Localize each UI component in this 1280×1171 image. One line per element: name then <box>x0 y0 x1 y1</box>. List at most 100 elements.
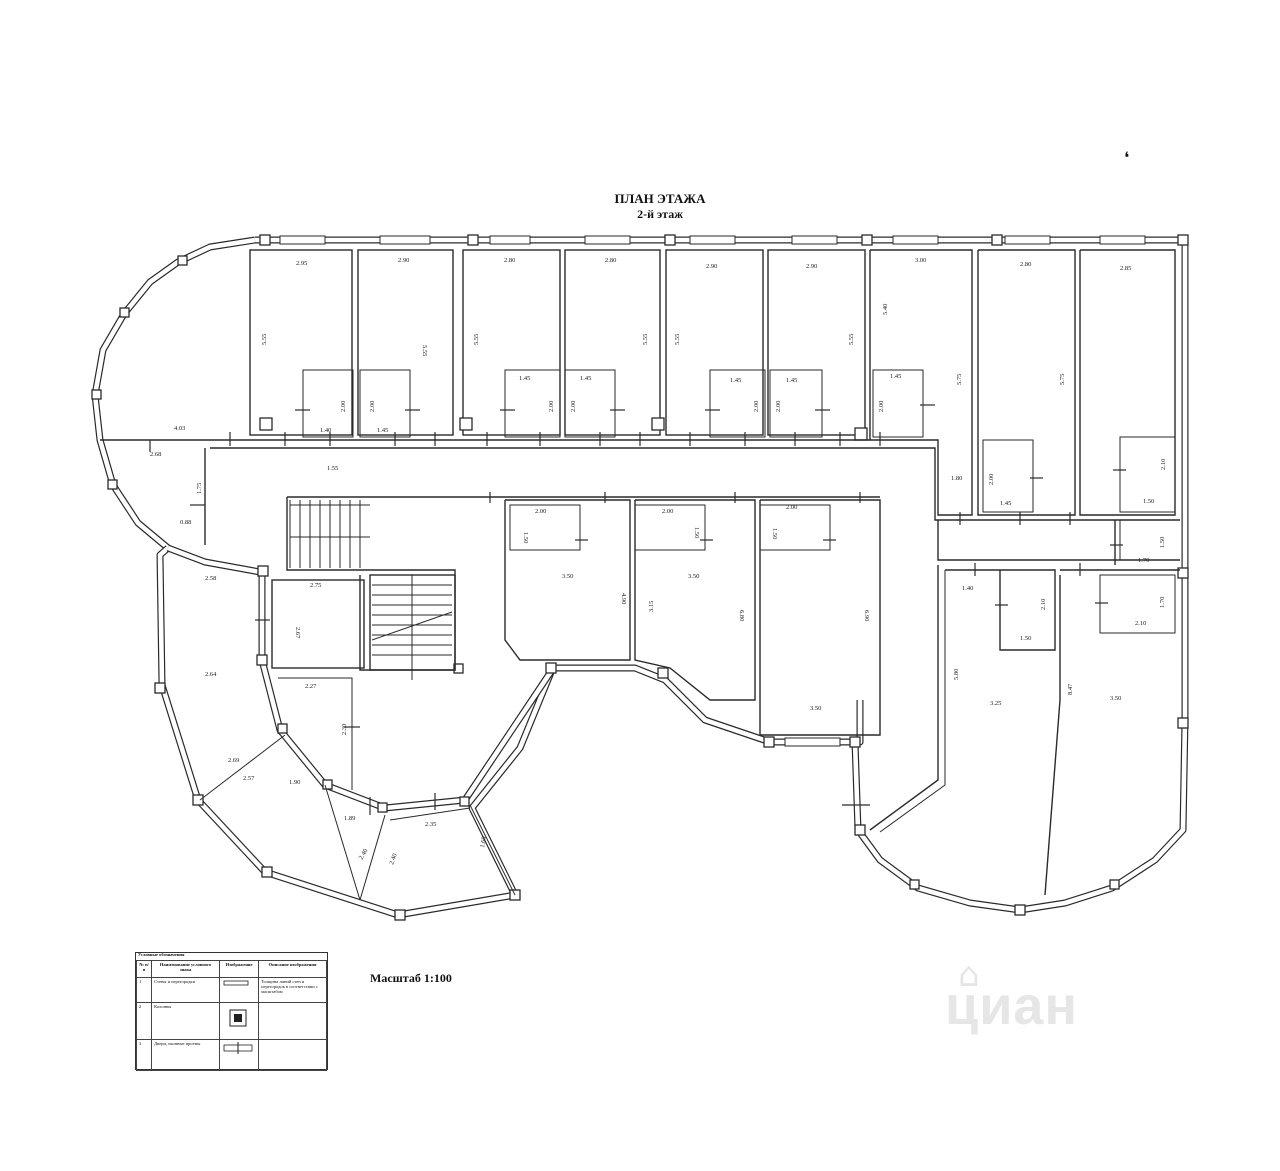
dim-label: 2.90 <box>806 263 817 270</box>
dim-label: 2.95 <box>296 260 307 267</box>
dim-label: 0.88 <box>180 519 191 526</box>
windows <box>279 235 1146 747</box>
dim-label: 1.60 <box>479 836 488 848</box>
dim-label: 5.55 <box>473 334 480 345</box>
dim-label: 2.40 <box>358 848 370 861</box>
legend-row-desc: Толщина линий стен и перегородок в соотв… <box>258 977 327 1003</box>
dim-label: 1.70 <box>1138 557 1149 564</box>
dim-label: 3.50 <box>562 573 573 580</box>
legend-row-name: Двери, оконные проемы <box>151 1039 221 1071</box>
legend-table: Условные обозначения № п/п Наименование … <box>135 952 328 1071</box>
dim-label: 5.80 <box>953 669 960 680</box>
dim-label: 2.40 <box>388 853 398 866</box>
dim-label: 8.47 <box>1067 683 1074 695</box>
exterior-walls <box>91 236 1189 919</box>
dim-label: 1.50 <box>771 528 778 539</box>
legend-grid: № п/п Наименование условного знака Изобр… <box>135 960 327 1071</box>
dim-label: 1.50 <box>1159 537 1166 548</box>
dim-label: 1.50 <box>693 527 700 538</box>
dim-label: 3.00 <box>915 257 926 264</box>
dim-label: 2.00 <box>369 401 376 412</box>
legend-caption: Условные обозначения <box>138 952 185 957</box>
dim-label: 5.55 <box>261 334 268 345</box>
left-wing-rooms <box>199 677 516 901</box>
legend-header: № п/п <box>135 960 153 978</box>
scale-label: Масштаб 1:100 <box>370 971 452 985</box>
legend-row-num: 3 <box>135 1039 153 1071</box>
legend-row-desc <box>258 1002 327 1040</box>
columns <box>91 234 1189 921</box>
dim-label: 6.80 <box>738 610 745 621</box>
dim-label: 1.50 <box>522 532 529 543</box>
legend-row-name: Стены и перегородки <box>151 977 221 1003</box>
dim-label: 1.45 <box>519 375 530 382</box>
dimension-labels: 2.95 2.90 2.80 2.80 2.90 2.90 3.00 2.80 … <box>150 257 1167 866</box>
dim-label: 3.50 <box>810 705 821 712</box>
stair-core <box>271 497 456 680</box>
dim-label: 5.75 <box>956 374 963 385</box>
dim-label: 2.69 <box>228 757 239 764</box>
plan-subtitle: 2-й этаж <box>637 207 683 221</box>
dim-label: 4.03 <box>174 425 185 432</box>
dim-label: 2.64 <box>205 671 217 678</box>
dim-label: 2.00 <box>535 508 546 515</box>
dim-label: 2.00 <box>753 401 760 412</box>
dim-label: 5.75 <box>1059 374 1066 385</box>
dim-label: 2.80 <box>504 257 515 264</box>
right-wing-rooms <box>869 520 1180 896</box>
dim-label: 2.68 <box>150 451 161 458</box>
dim-label: 5.55 <box>642 334 649 345</box>
dim-label: 3.15 <box>648 601 655 612</box>
dim-label: 2.57 <box>243 775 255 782</box>
dim-label: 5.40 <box>882 304 889 315</box>
dim-label: 1.90 <box>289 779 300 786</box>
dim-label: 2.00 <box>775 401 782 412</box>
north-mark: ❛ <box>1124 148 1130 167</box>
dim-label: 2.10 <box>1040 599 1047 610</box>
dim-label: 5.55 <box>421 345 428 356</box>
watermark: циан <box>945 976 1079 1036</box>
dim-label: 2.00 <box>878 401 885 412</box>
dim-label: 1.45 <box>730 377 741 384</box>
dim-label: 3.25 <box>990 700 1001 707</box>
door-marks <box>149 404 1126 815</box>
dim-label: 4.90 <box>620 593 627 604</box>
dim-label: 2.85 <box>1120 265 1131 272</box>
dim-label: 2.90 <box>398 257 409 264</box>
dim-label: 2.67 <box>294 627 301 639</box>
dim-label: 2.80 <box>605 257 616 264</box>
dim-label: 2.30 <box>341 724 348 735</box>
dim-label: 1.45 <box>1000 500 1011 507</box>
legend-symbol-column <box>219 1002 260 1040</box>
dim-label: 2.00 <box>786 504 797 511</box>
dim-label: 1.40 <box>320 427 331 434</box>
top-row-rooms <box>249 249 1176 516</box>
dim-label: 3.50 <box>688 573 699 580</box>
dim-label: 2.35 <box>425 821 436 828</box>
dim-label: 1.45 <box>890 373 901 380</box>
dim-label: 2.00 <box>340 401 347 412</box>
dim-label: 2.80 <box>1020 261 1031 268</box>
dim-label: 1.89 <box>344 815 355 822</box>
legend-row-num: 1 <box>135 977 153 1003</box>
middle-rooms <box>504 499 881 736</box>
dim-label: 1.50 <box>1020 635 1031 642</box>
dim-label: 5.55 <box>848 334 855 345</box>
dim-label: 2.75 <box>310 582 321 589</box>
legend-header: Наименование условного знака <box>151 960 221 978</box>
dim-label: 1.80 <box>951 475 962 482</box>
dim-label: 5.55 <box>674 334 681 345</box>
dim-label: 1.45 <box>377 427 388 434</box>
watermark-house-icon: ⌂ <box>958 955 980 995</box>
dim-label: 1.70 <box>1159 597 1166 608</box>
legend-row-num: 2 <box>135 1002 153 1040</box>
plan-title: ПЛАН ЭТАЖА <box>614 191 706 206</box>
dim-label: 2.00 <box>988 474 995 485</box>
dim-label: 6.90 <box>863 610 870 621</box>
legend-symbol-wall <box>219 977 260 1003</box>
dim-label: 1.55 <box>327 465 338 472</box>
legend-row-name: Колонны <box>151 1002 221 1040</box>
dim-label: 1.50 <box>1143 498 1154 505</box>
legend-header: Изображение <box>219 960 260 978</box>
